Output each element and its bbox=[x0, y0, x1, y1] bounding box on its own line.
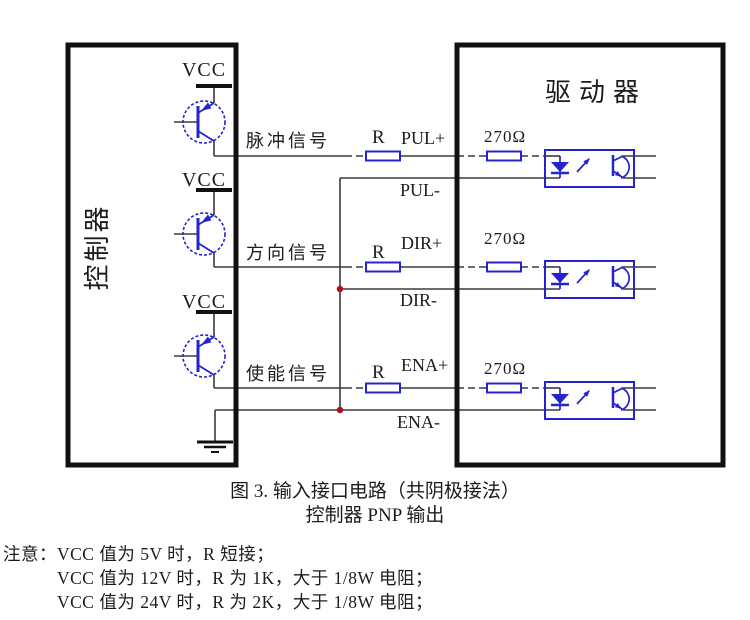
pin-label-pul-plus: PUL+ bbox=[401, 128, 446, 148]
pin-label-ena-plus: ENA+ bbox=[401, 355, 449, 375]
vcc-label: VCC bbox=[181, 59, 227, 81]
vcc-label: VCC bbox=[181, 169, 227, 191]
pnp-transistor-icon bbox=[172, 333, 227, 379]
resistor-icon bbox=[365, 150, 401, 162]
pin-label-dir-plus: DIR+ bbox=[401, 233, 443, 253]
junction-dot bbox=[336, 285, 344, 293]
resistor-label: R bbox=[372, 127, 385, 148]
resistor-label: R bbox=[372, 242, 385, 263]
optocoupler-icon bbox=[519, 380, 658, 421]
controller-label: 控制器 bbox=[83, 203, 112, 291]
junction-dots bbox=[336, 285, 344, 414]
optocoupler-icon bbox=[519, 148, 658, 189]
junction-dot bbox=[336, 406, 344, 414]
vcc-label: VCC bbox=[181, 291, 227, 313]
signal-label-direction: 方向信号 bbox=[246, 243, 330, 263]
resistor-icon bbox=[486, 382, 522, 394]
signal-label-pulse: 脉冲信号 bbox=[246, 131, 330, 151]
controller-box bbox=[65, 42, 239, 468]
note-line-3: VCC 值为 24V 时，R 为 2K，大于 1/8W 电阻； bbox=[57, 592, 434, 612]
resistor-icon bbox=[365, 382, 401, 394]
driver-label: 驱动器 bbox=[545, 78, 648, 107]
resistor-icon bbox=[486, 150, 522, 162]
pnp-transistor-icon bbox=[172, 211, 227, 257]
series-resistors bbox=[365, 150, 401, 394]
driver-box bbox=[454, 42, 726, 468]
resistor-label: R bbox=[372, 362, 385, 383]
resistor-icon bbox=[365, 261, 401, 273]
ground-icon bbox=[197, 440, 233, 453]
vcc-rails bbox=[196, 84, 232, 314]
note-line-1: 注意：VCC 值为 5V 时，R 短接； bbox=[3, 544, 275, 564]
pnp-transistor-icon bbox=[172, 99, 227, 145]
shunt-resistors bbox=[486, 150, 522, 394]
wires bbox=[213, 86, 560, 442]
signal-label-enable: 使能信号 bbox=[246, 364, 330, 384]
shunt-value-label: 270Ω bbox=[484, 359, 527, 378]
pin-label-pul-minus: PUL- bbox=[400, 180, 440, 200]
shunt-value-label: 270Ω bbox=[484, 127, 527, 146]
resistor-icon bbox=[486, 261, 522, 273]
pin-label-dir-minus: DIR- bbox=[400, 290, 437, 310]
figure-caption-line2: 控制器 PNP 输出 bbox=[305, 505, 445, 526]
optocoupler-icon bbox=[519, 259, 658, 300]
figure-caption-line1: 图 3. 输入接口电路（共阴极接法） bbox=[230, 481, 520, 502]
shunt-value-label: 270Ω bbox=[484, 229, 527, 248]
note-line-2: VCC 值为 12V 时，R 为 1K，大于 1/8W 电阻； bbox=[57, 568, 434, 588]
pin-label-ena-minus: ENA- bbox=[397, 412, 440, 432]
